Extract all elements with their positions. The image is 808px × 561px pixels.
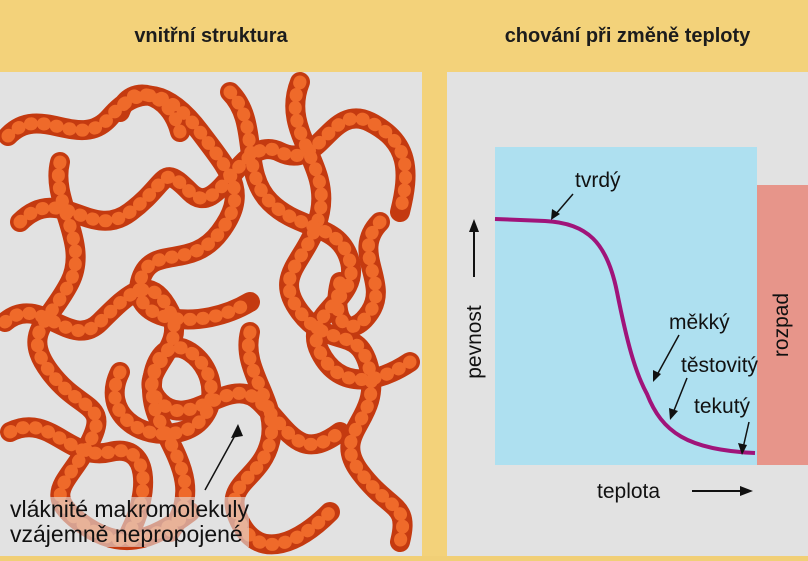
structure-caption: vláknité makromolekuly vzájemně nepropoj… — [10, 497, 249, 547]
panel-divider — [422, 0, 447, 556]
state-label-pasty: těstovitý — [681, 354, 759, 377]
x-axis-arrowhead — [740, 486, 753, 496]
temperature-heading: chování při změně teploty — [447, 0, 808, 72]
structure-area — [0, 72, 422, 556]
caption-line-2: vzájemně nepropojené — [10, 522, 249, 547]
decomposition-label: rozpad — [770, 293, 793, 357]
temperature-panel: chování při změně teploty rozpad pevnost… — [447, 0, 808, 556]
structure-heading: vnitřní struktura — [0, 0, 422, 72]
y-axis-arrowhead — [469, 219, 479, 232]
x-axis-label: teplota — [597, 480, 660, 503]
strength-vs-temperature-diagram: rozpad pevnost teplota tvrdý měkký tě — [447, 72, 808, 556]
structure-panel: vnitřní struktura — [0, 0, 422, 556]
state-label-hard: tvrdý — [575, 169, 621, 192]
y-axis-label: pevnost — [463, 305, 486, 379]
caption-line-1: vláknité makromolekuly — [10, 497, 249, 522]
state-label-liquid: tekutý — [694, 395, 751, 418]
temperature-area: rozpad pevnost teplota tvrdý měkký tě — [447, 72, 808, 556]
caption-pointer-arrowhead — [231, 424, 243, 438]
polymer-chains-illustration — [0, 72, 422, 556]
state-label-soft: měkký — [669, 311, 730, 334]
